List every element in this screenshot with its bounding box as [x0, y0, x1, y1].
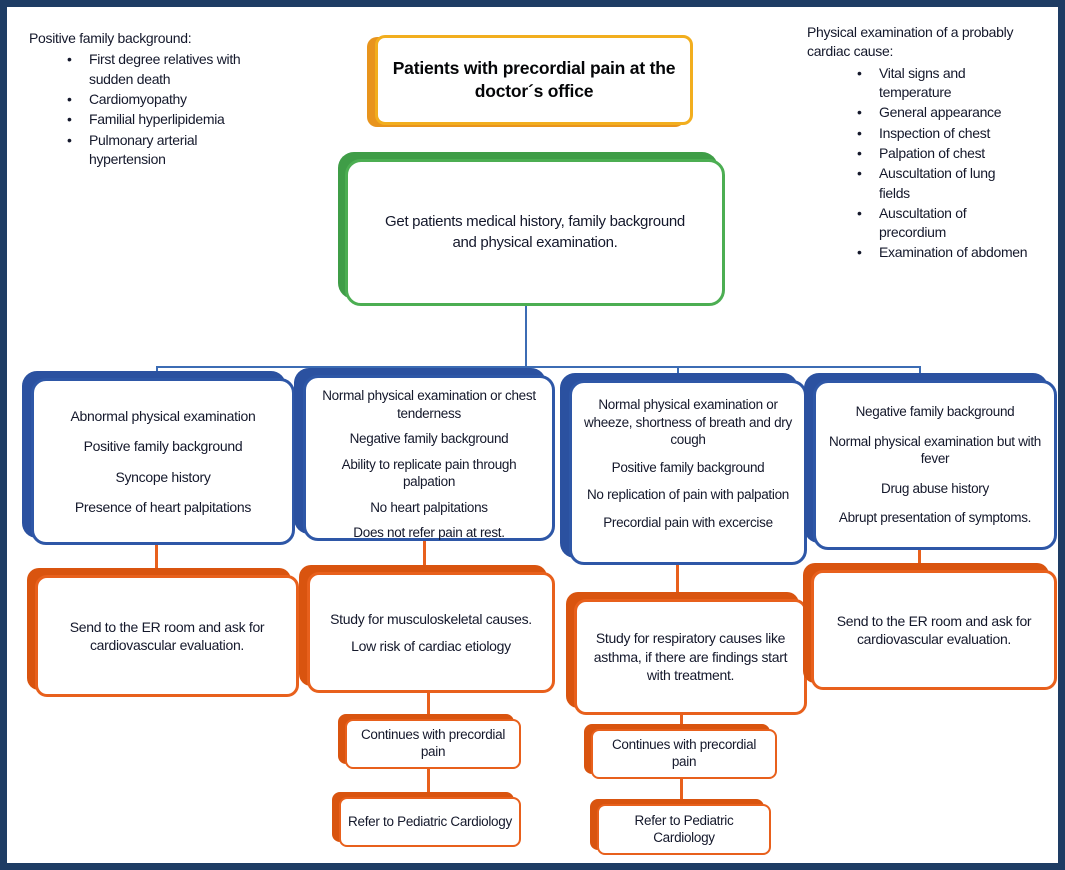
action-text: Low risk of cardiac etiology: [351, 637, 511, 654]
list-item: Auscultation of lung fields: [857, 164, 1029, 203]
intake-process-box: Get patients medical history, family bac…: [345, 159, 725, 306]
connector-branch-1-action: [155, 545, 158, 575]
connector-branch-3-drop: [677, 366, 679, 381]
criteria-item: Ability to replicate pain through palpat…: [341, 456, 517, 490]
criteria-item: Abrupt presentation of symptoms.: [838, 510, 1032, 526]
physical-examination-note: Physical examination of a probably cardi…: [807, 23, 1057, 264]
branch-1-criteria-box: Abnormal physical examination Positive f…: [31, 378, 295, 545]
branch-4-criteria-box: Negative family background Normal physic…: [813, 380, 1057, 550]
criteria-item: Negative family background: [855, 404, 1015, 420]
list-item: Auscultation of precordium: [857, 204, 1029, 243]
note-title: Physical examination of a probably cardi…: [807, 24, 1014, 60]
branch-2-criteria-box: Normal physical examination or chest ten…: [303, 375, 555, 541]
list-item: Cardiomyopathy: [67, 90, 259, 110]
start-node-box: Patients with precordial pain at the doc…: [375, 35, 693, 125]
list-item: Familial hyperlipidemia: [67, 110, 259, 130]
action-text: Study for respiratory causes like asthma…: [593, 630, 788, 684]
connector-branch-1-drop: [156, 366, 158, 379]
intake-process-label: Get patients medical history, family bac…: [385, 213, 685, 251]
criteria-item: Negative family background: [349, 431, 509, 447]
connector-branch-3-followup-1: [680, 715, 683, 729]
criteria-item: Positive family background: [611, 459, 765, 475]
connector-branch-2-followup-1: [427, 693, 430, 719]
branch-3-criteria-box: Normal physical examination or wheeze, s…: [569, 380, 807, 565]
list-item: First degree relatives with sudden death: [67, 50, 259, 89]
branch-3-action-box: Study for respiratory causes like asthma…: [574, 599, 807, 715]
criteria-item: Normal physical examination but with fev…: [828, 433, 1042, 467]
list-item: Palpation of chest: [857, 144, 1029, 164]
branch-1-action-box: Send to the ER room and ask for cardiova…: [35, 575, 299, 697]
followup-text: Refer to Pediatric Cardiology: [348, 813, 512, 829]
branch-3-followup-box-2: Refer to Pediatric Cardiology: [597, 804, 771, 855]
list-item: Pulmonary arterial hypertension: [67, 131, 259, 170]
action-text: Send to the ER room and ask for cardiova…: [69, 618, 265, 653]
connector-branch-horizontal: [156, 366, 921, 368]
criteria-item: Presence of heart palpitations: [74, 498, 252, 515]
note-list: Vital signs and temperature General appe…: [807, 64, 1057, 263]
action-text: Study for musculoskeletal causes.: [330, 611, 532, 628]
branch-2-action-box: Study for musculoskeletal causes. Low ri…: [307, 572, 555, 693]
note-title: Positive family background:: [29, 30, 192, 46]
connector-branch-2-action: [423, 541, 426, 572]
criteria-item: Normal physical examination or wheeze, s…: [584, 397, 792, 448]
criteria-item: Normal physical examination or chest ten…: [322, 388, 536, 421]
followup-text: Continues with precordial pain: [611, 737, 757, 769]
note-list: First degree relatives with sudden death…: [29, 50, 267, 169]
branch-2-followup-box-1: Continues with precordial pain: [345, 719, 521, 769]
connector-branch-4-drop: [919, 366, 921, 381]
start-node-label: Patients with precordial pain at the doc…: [392, 58, 676, 101]
criteria-item: Syncope history: [115, 468, 211, 485]
list-item: Examination of abdomen: [857, 243, 1029, 263]
branch-4-action-box: Send to the ER room and ask for cardiova…: [811, 570, 1057, 690]
connector-branch-2-drop: [424, 366, 426, 376]
criteria-item: Drug abuse history: [881, 480, 989, 496]
criteria-item: Abnormal physical examination: [70, 408, 256, 425]
connector-branch-3-followup-2: [680, 779, 683, 804]
criteria-item: No heart palpitations: [370, 499, 488, 515]
criteria-item: No replication of pain with palpation: [586, 487, 790, 503]
positive-family-background-note: Positive family background: First degree…: [29, 29, 267, 170]
followup-text: Continues with precordial pain: [360, 727, 506, 759]
branch-3-followup-box-1: Continues with precordial pain: [591, 729, 777, 779]
branch-2-followup-box-2: Refer to Pediatric Cardiology: [339, 797, 521, 847]
connector-branch-3-action: [676, 565, 679, 599]
connector-branch-2-followup-2: [427, 769, 430, 797]
list-item: Vital signs and temperature: [857, 64, 1029, 103]
criteria-item: Does not refer pain at rest.: [353, 525, 505, 541]
list-item: Inspection of chest: [857, 124, 1029, 144]
followup-text: Refer to Pediatric Cardiology: [634, 812, 734, 845]
list-item: General appearance: [857, 103, 1029, 123]
criteria-item: Precordial pain with excercise: [603, 514, 773, 530]
connector-branch-4-action: [918, 550, 921, 570]
action-text: Send to the ER room and ask for cardiova…: [836, 612, 1032, 647]
criteria-item: Positive family background: [83, 438, 243, 455]
connector-intake-down: [525, 306, 527, 367]
